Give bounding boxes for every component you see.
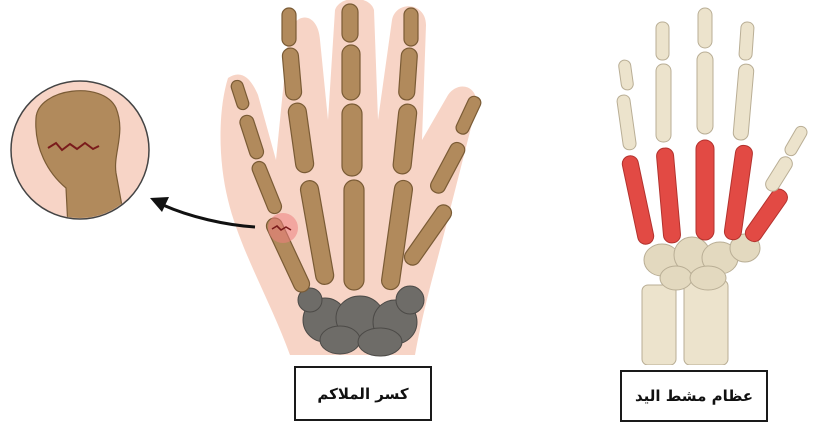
hand-fracture-illustration [200,0,530,360]
arrowhead-icon [150,197,169,212]
caption-metacarpal-bones: عظام مشط اليد [620,370,768,422]
fracture-zoom-circle [8,78,153,223]
carpal-bones-skeleton [644,234,760,290]
arrow-shaft [163,205,255,227]
caption-right-text: عظام مشط اليد [635,387,753,405]
caption-left-text: كسر الملاكم [317,385,408,403]
metacarpal-bones [621,140,791,246]
forearm-bones [642,280,728,365]
pointer-arrow [145,185,265,235]
caption-boxers-fracture: كسر الملاكم [294,366,432,421]
hand-skeleton-metacarpals [600,0,813,365]
